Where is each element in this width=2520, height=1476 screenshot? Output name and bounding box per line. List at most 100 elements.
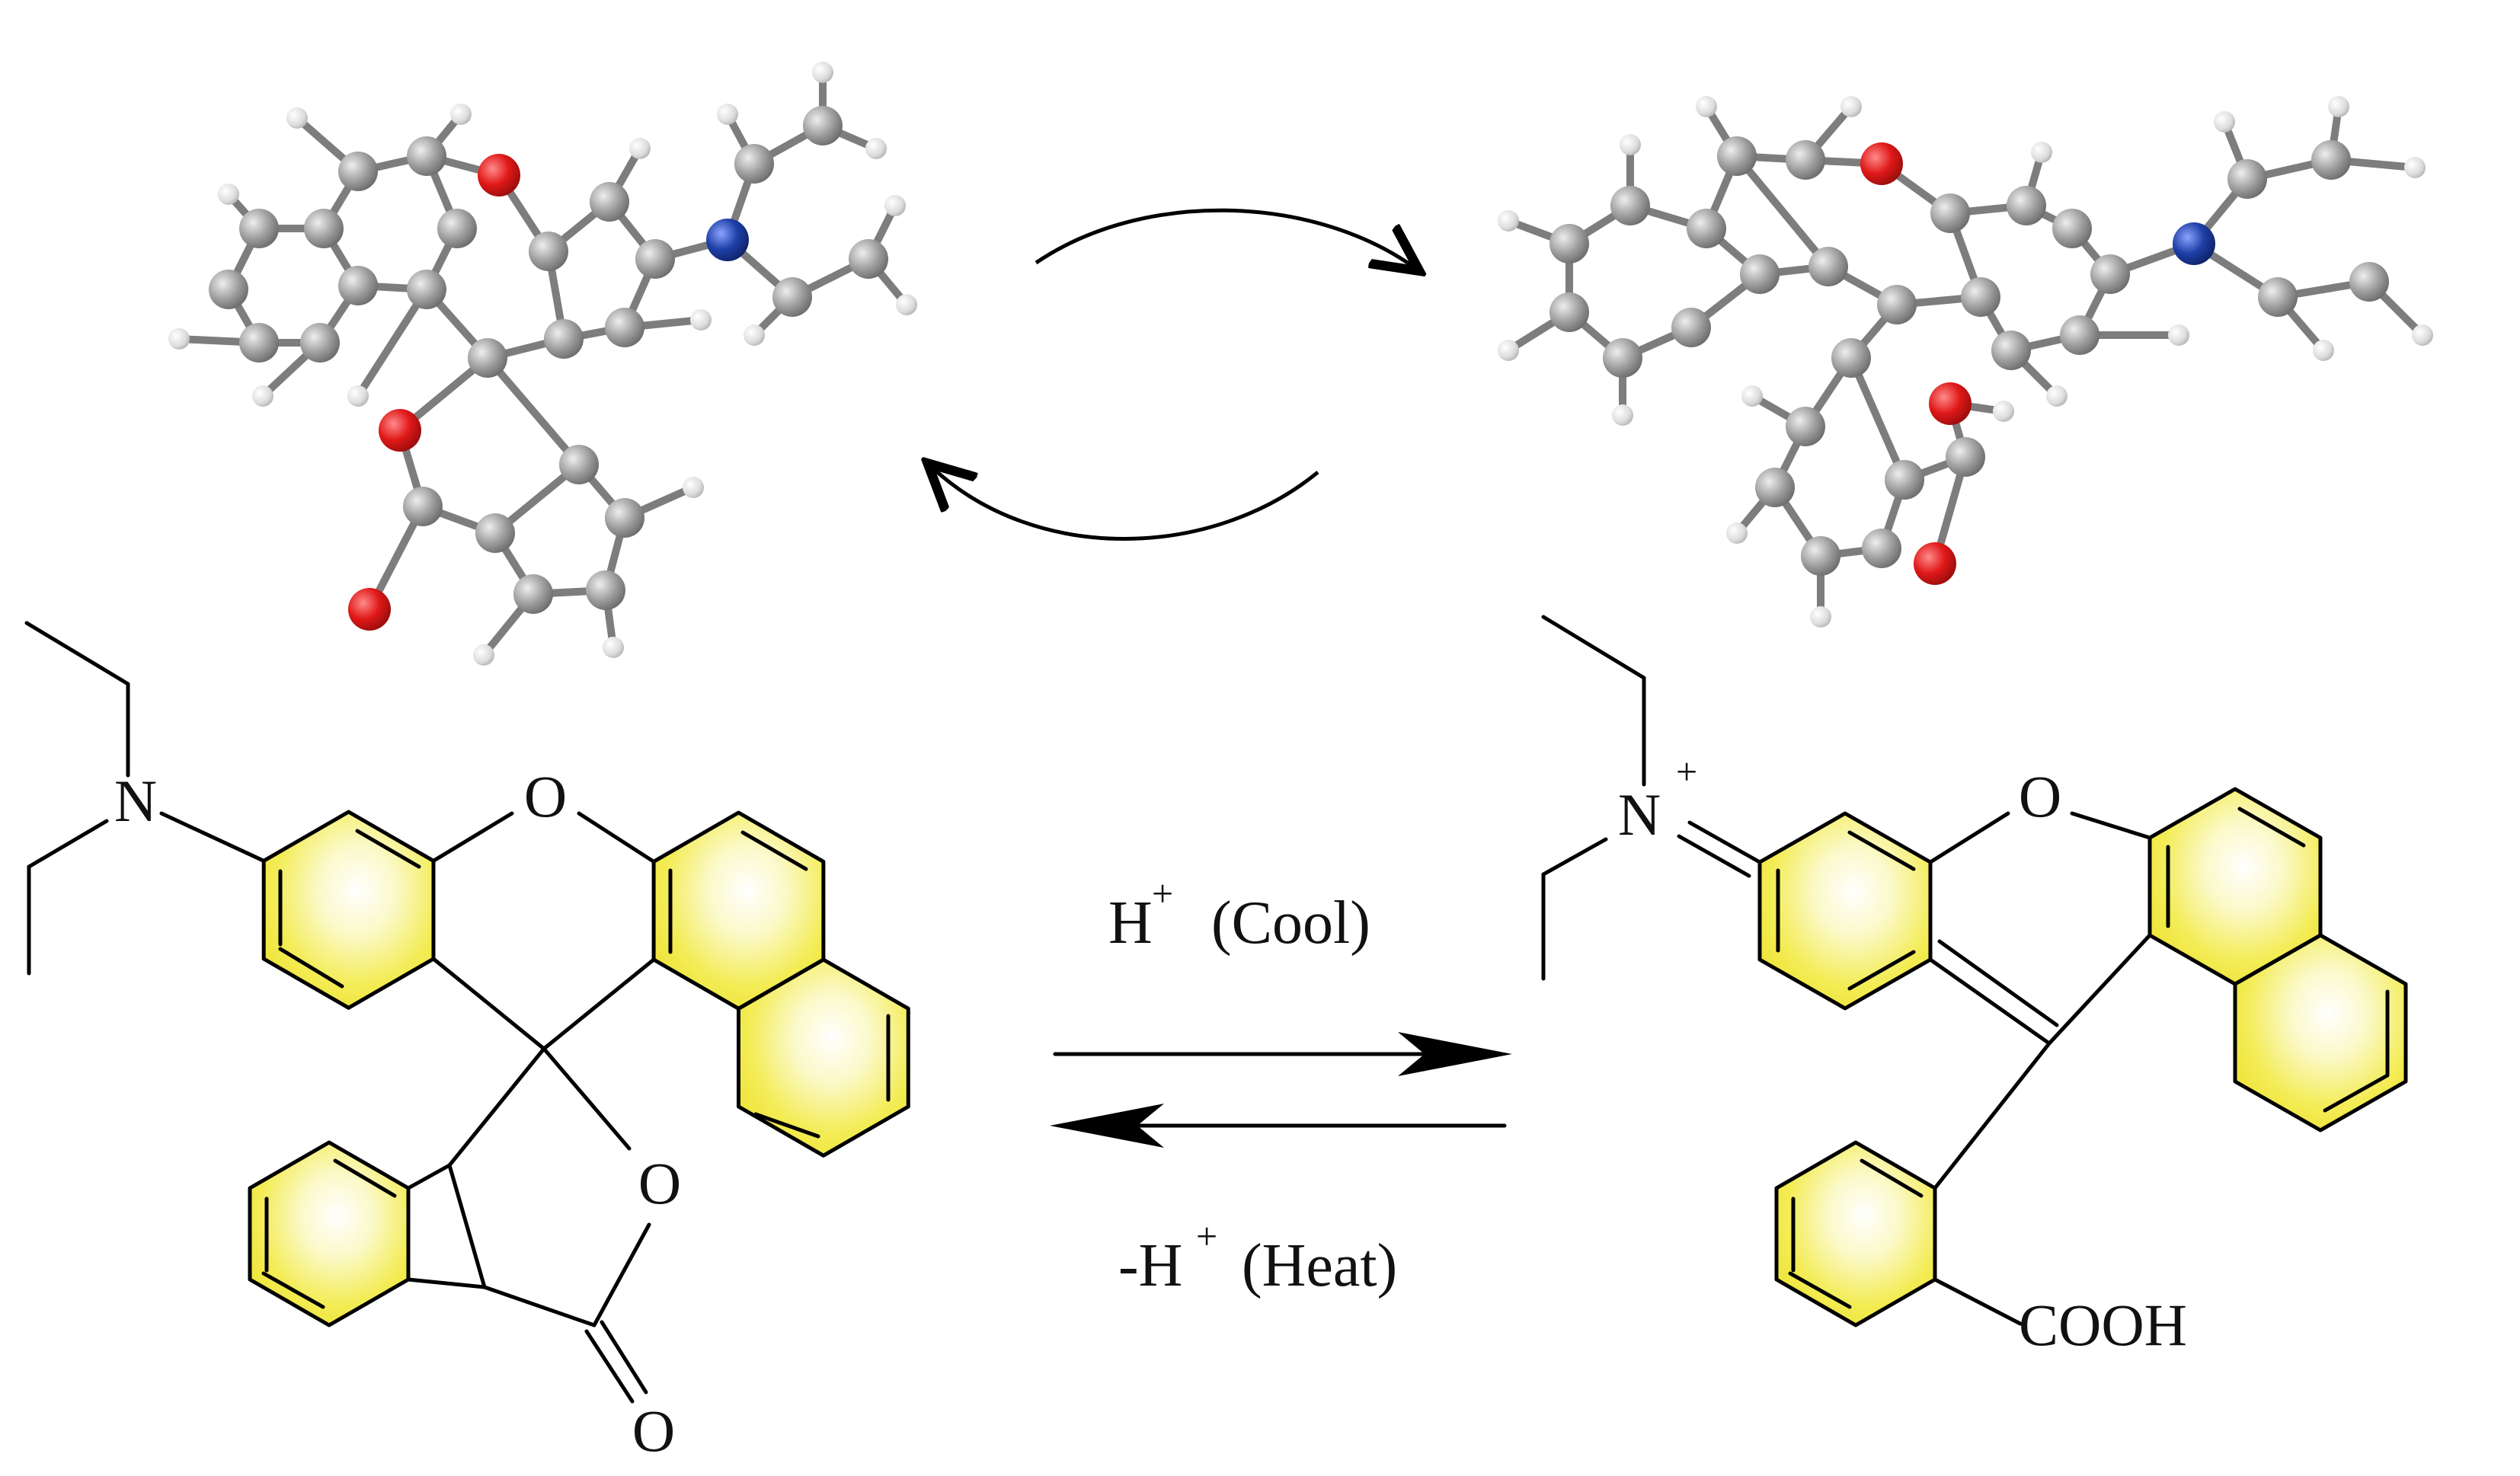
carbonyl-oxygen-label: O [632, 1398, 675, 1464]
model-atom-hydrogen [1726, 522, 1748, 544]
model-atom-carbon [590, 182, 629, 222]
model-atom-carbon [1885, 460, 1924, 500]
model-atom-hydrogen [812, 62, 833, 83]
model-atom-hydrogen [884, 195, 906, 216]
model-atom-carbon [559, 445, 599, 484]
model-atom-carbon [2258, 277, 2298, 317]
svg-text:(Cool): (Cool) [1211, 890, 1370, 957]
model-atom-hydrogen [168, 328, 190, 350]
model-atom-carbon [403, 487, 443, 526]
model-atom-carbon [772, 277, 812, 317]
xanthene-oxygen-label: O [524, 763, 567, 829]
model-atom-hydrogen [2214, 111, 2235, 133]
model-atom-carbon [1610, 186, 1650, 225]
model-atom-carbon [734, 144, 774, 184]
model-atom-carbon [513, 574, 553, 614]
model-atom-carbon [338, 266, 378, 305]
model-atom-hydrogen [473, 644, 494, 666]
left-ball-and-stick-model [168, 62, 917, 666]
right-open-cation-structure: O COOH N + [1541, 615, 2408, 1358]
left-closed-lactone-structure: O O O N [24, 621, 910, 1464]
model-atom-hydrogen [218, 184, 239, 205]
model-atom-hydrogen [2404, 157, 2426, 178]
model-atom-carbon [1687, 209, 1726, 248]
model-atom-carbon [803, 106, 843, 145]
model-atom-carbon [635, 239, 675, 279]
model-atom-carbon [1801, 536, 1840, 576]
model-atom-hydrogen [286, 107, 308, 129]
model-atom-hydrogen [629, 138, 651, 159]
model-atom-carbon [407, 136, 446, 176]
model-atom-hydrogen [1840, 96, 1862, 117]
model-atom-carbon [2227, 159, 2267, 199]
model-atom-nitrogen [706, 219, 749, 261]
svg-text:-H: -H [1118, 1232, 1182, 1299]
model-atom-carbon [544, 319, 584, 359]
svg-text:+: + [1152, 872, 1173, 915]
forward-condition-label: H + (Cool) [1108, 872, 1370, 957]
model-atom-carbon [605, 308, 644, 347]
model-atom-carbon [1740, 254, 1780, 294]
model-atom-carbon [1671, 308, 1711, 347]
model-atom-carbon [2052, 209, 2092, 248]
equilibrium-arrows [1050, 1032, 1512, 1148]
model-atom-carbon [1991, 331, 2031, 370]
model-atom-hydrogen [744, 324, 765, 346]
model-atom-hydrogen [347, 385, 369, 407]
model-atom-carbon [586, 570, 625, 610]
iminium-nitrogen-label: N [1618, 781, 1661, 848]
model-atom-carbon [468, 338, 507, 378]
model-atom-carbon [1549, 224, 1589, 264]
model-atom-oxygen [478, 154, 520, 196]
model-atom-carbon [475, 513, 515, 553]
model-atom-carbon [209, 270, 248, 309]
aromatic-ring-h [1776, 1141, 1936, 1327]
model-atom-hydrogen [2328, 96, 2349, 117]
model-atom-carbon [1786, 407, 1825, 446]
model-atom-carbon [407, 270, 446, 309]
model-atom-hydrogen [896, 294, 917, 315]
model-atom-carbon [2349, 262, 2389, 302]
model-atom-hydrogen [252, 385, 273, 407]
model-atom-carbon [849, 239, 888, 279]
model-atom-carbon [605, 498, 644, 538]
right-ball-and-stick-model [1498, 96, 2433, 628]
model-bond [484, 354, 583, 468]
aromatic-ring-d [249, 1141, 409, 1327]
model-atom-carbon [1946, 437, 1985, 477]
model-atom-hydrogen [865, 138, 887, 159]
model-atom-hydrogen [603, 637, 624, 658]
model-atom-carbon [300, 323, 340, 363]
model-atom-carbon [437, 209, 477, 248]
model-atom-hydrogen [717, 104, 738, 125]
model-atom-hydrogen [1993, 401, 2014, 422]
model-atom-carbon [239, 209, 279, 248]
amine-nitrogen-label: N [114, 768, 157, 834]
model-bond [1733, 152, 1832, 270]
model-atom-carbon [1755, 468, 1795, 507]
model-atom-hydrogen [1741, 385, 1763, 407]
carboxylic-acid-label: COOH [2019, 1292, 2187, 1358]
model-atom-carbon [1930, 193, 1970, 233]
model-atom-carbon [1603, 338, 1642, 378]
model-atom-hydrogen [690, 309, 712, 331]
model-atom-hydrogen [1498, 340, 1519, 361]
model-atom-hydrogen [2046, 385, 2067, 407]
model-atom-hydrogen [2412, 324, 2433, 346]
model-atom-carbon [2007, 186, 2046, 225]
model-atom-oxygen [379, 409, 421, 452]
reverse-condition-label: -H + (Heat) [1118, 1215, 1397, 1299]
model-atom-carbon [304, 209, 344, 248]
model-atom-carbon [239, 323, 279, 363]
model-atom-carbon [1786, 140, 1825, 180]
model-atom-carbon [2060, 315, 2099, 355]
model-atom-carbon [1808, 247, 1848, 286]
model-atom-hydrogen [1696, 96, 1717, 117]
svg-text:(Heat): (Heat) [1242, 1232, 1397, 1299]
model-atom-oxygen [1860, 142, 1903, 185]
model-atom-carbon [1831, 338, 1871, 378]
model-bond [1847, 354, 1908, 484]
model-atom-carbon [1862, 529, 1901, 568]
model-atom-hydrogen [1612, 404, 1633, 426]
